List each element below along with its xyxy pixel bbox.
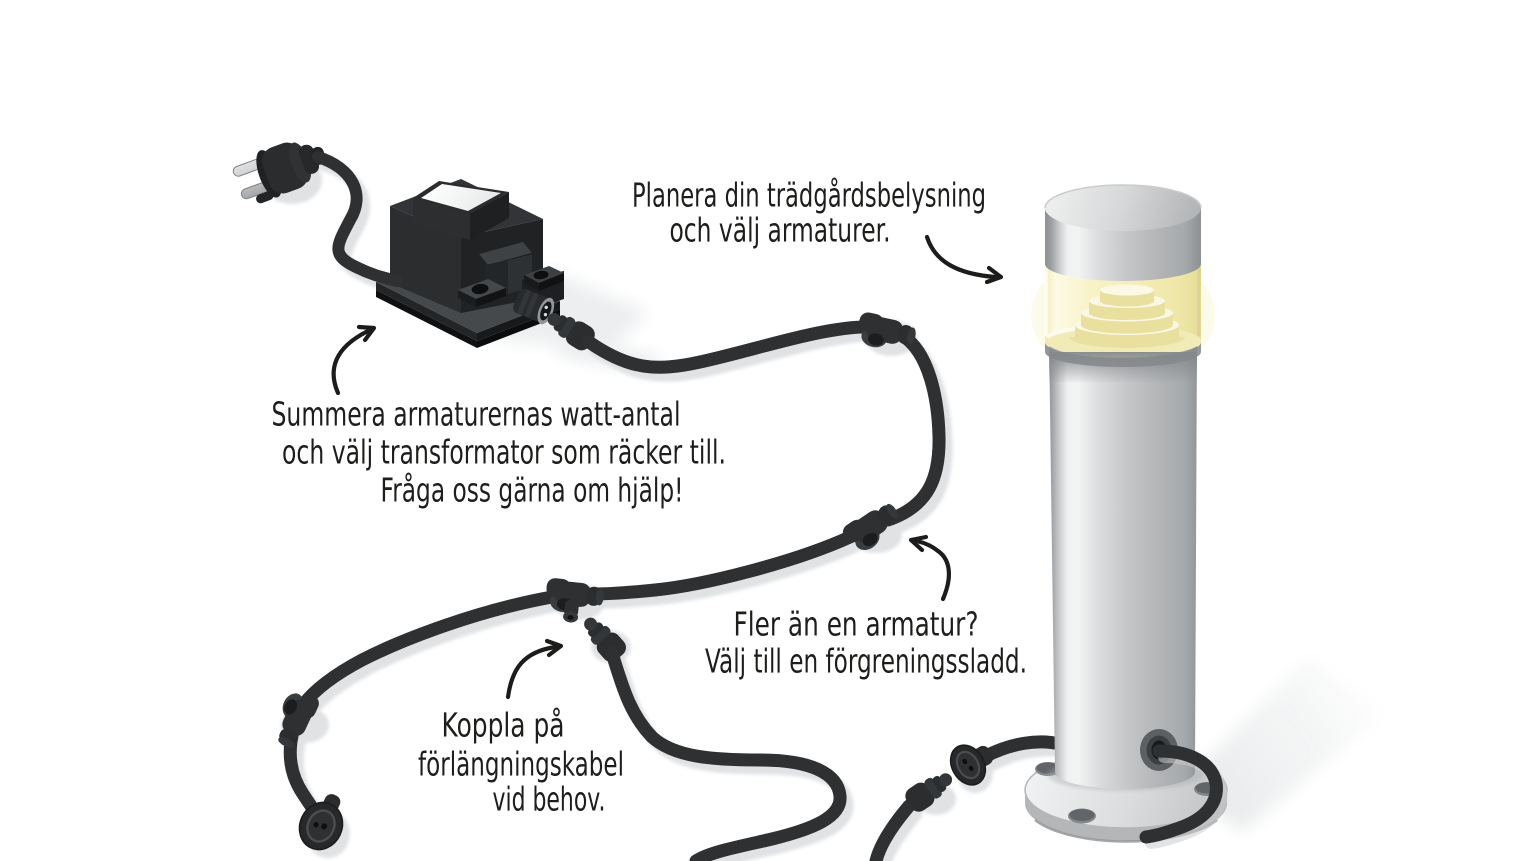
- transformer: [376, 179, 599, 354]
- annotation-branch-line-2: Välj till en förgreningssladd.: [705, 642, 1027, 681]
- bollard-cable-loop: [1139, 744, 1223, 844]
- transformer-top-panel: [413, 181, 509, 240]
- annotations: Planera din trädgårdsbelysning och välj …: [272, 176, 1028, 819]
- bollard-cap: [1044, 184, 1202, 281]
- annotation-sum-line-1: Summera armaturernas watt-antal: [272, 395, 681, 434]
- bollard-body: [1049, 336, 1197, 789]
- annotation-sum-line-2: och välj transformator som räcker till.: [282, 433, 726, 472]
- main-cable-run: [283, 320, 946, 813]
- arrow-to-extension: [505, 638, 564, 700]
- bollard-light: [1024, 184, 1228, 849]
- fixture-socket: [949, 744, 993, 786]
- cable-segment: [881, 329, 946, 527]
- annotation-extension-line-3: vid behov.: [493, 780, 606, 819]
- annotation-plan-line-2: och välj armaturer.: [670, 211, 891, 250]
- transformer-output-connector: [513, 288, 599, 354]
- annotation-extension-line-1: Koppla på: [442, 706, 565, 745]
- mains-cord: [312, 151, 403, 287]
- end-connector: [298, 794, 344, 851]
- annotation-branch-line-1: Fler än en armatur?: [734, 605, 979, 644]
- transformer-ground-shadow: [490, 270, 648, 352]
- annotation-extension-line-2: förlängningskabel: [418, 745, 624, 784]
- branch-stub: [563, 599, 579, 623]
- arrow-to-bollard: [924, 234, 1004, 285]
- bollard-ground-shadow: [1180, 658, 1386, 832]
- extension-cable: [605, 646, 847, 861]
- light-band: [1044, 264, 1201, 382]
- annotation-plan-line-1: Planera din trädgårdsbelysning: [632, 176, 986, 215]
- mounting-lugs: [458, 266, 564, 307]
- annotation-sum-line-3: Fråga oss gärna om hjälp!: [381, 471, 684, 510]
- reflector-stack: [1069, 284, 1185, 348]
- annotation-arrows: [331, 234, 1004, 700]
- cable-segment: [296, 590, 559, 712]
- arrow-to-transformer: [331, 324, 377, 396]
- fixture-cable: [869, 799, 916, 861]
- cable-segment: [582, 320, 869, 374]
- arrow-to-junction: [908, 534, 951, 602]
- cable-segment: [585, 530, 857, 601]
